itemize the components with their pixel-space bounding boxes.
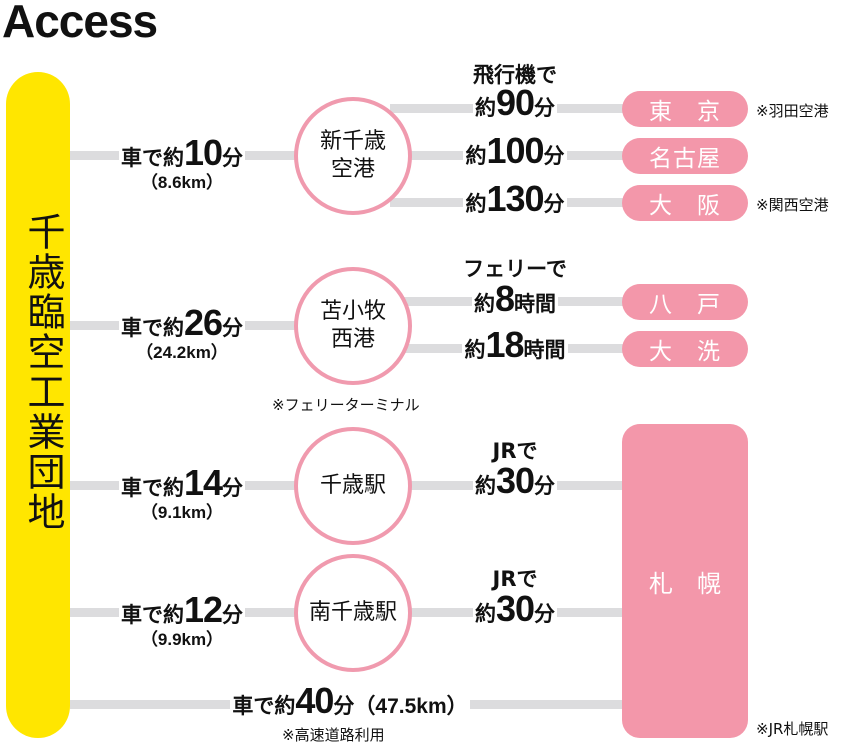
- leg-time-hachinohe: 約8時間: [471, 278, 559, 319]
- destination-oarai: 大 洗: [622, 331, 748, 367]
- destination-osaka: 大 阪: [622, 185, 748, 221]
- note-jr-sapporo-station: ※JR札幌駅: [756, 720, 829, 738]
- car-time-minami-chitose: 車で約12分 （9.9km）: [92, 592, 272, 650]
- note-ferry-terminal: ※フェリーターミナル: [272, 396, 420, 414]
- car-distance: （9.9km）: [140, 630, 224, 649]
- car-time-new-chitose: 車で約10分 （8.6km）: [92, 135, 272, 193]
- page-title: Access: [2, 0, 158, 47]
- mode-label-ferry: フェリーで: [463, 257, 567, 281]
- car-distance: （9.1km）: [140, 503, 224, 522]
- car-time-chitose-station: 車で約14分 （9.1km）: [92, 465, 272, 523]
- leg-time-minami-chitose-sapporo: 約30分: [472, 588, 558, 629]
- note-expressway: ※高速道路利用: [282, 726, 385, 744]
- mode-label-jr: JRで: [492, 567, 538, 591]
- destination-tokyo: 東 京: [622, 91, 748, 127]
- destination-hachinohe: 八 戸: [622, 284, 748, 320]
- mode-label-jr: JRで: [492, 439, 538, 463]
- leg-time-osaka: 約130分: [463, 178, 567, 219]
- destination-nagoya: 名古屋: [622, 138, 748, 174]
- mode-label-plane: 飛行機で: [473, 63, 557, 87]
- hub-chitose-station: 千歳駅: [294, 427, 412, 545]
- hub-tomakomai-west-port: 苫小牧西港: [294, 267, 412, 385]
- hub-minami-chitose-station: 南千歳駅: [294, 554, 412, 672]
- car-time-direct-sapporo: 車で約40分（47.5km）: [230, 680, 470, 721]
- origin-industrial-park: 千歳臨空工業団地: [6, 72, 70, 738]
- leg-time-tokyo: 約90分: [472, 82, 558, 123]
- destination-sapporo: 札 幌: [622, 424, 748, 738]
- car-distance: （8.6km）: [140, 173, 224, 192]
- origin-label: 千歳臨空工業団地: [21, 212, 65, 532]
- note-kansai: ※関西空港: [756, 196, 829, 214]
- car-distance: （24.2km）: [136, 343, 228, 362]
- leg-time-chitose-sapporo: 約30分: [472, 460, 558, 501]
- hub-new-chitose-airport: 新千歳空港: [294, 97, 412, 215]
- leg-time-oarai: 約18時間: [462, 324, 568, 365]
- leg-time-nagoya: 約100分: [463, 130, 567, 171]
- car-time-tomakomai: 車で約26分 （24.2km）: [92, 305, 272, 363]
- note-haneda: ※羽田空港: [756, 102, 829, 120]
